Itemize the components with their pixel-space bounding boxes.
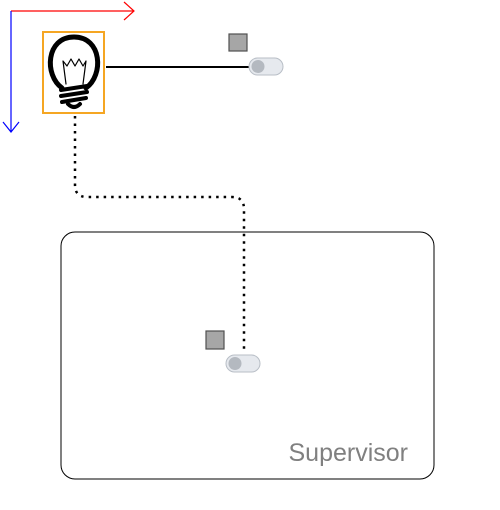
origin-axes <box>2 1 135 133</box>
lightbulb-icon <box>47 34 101 109</box>
y-axis-arrow <box>2 11 20 133</box>
lamp[interactable] <box>42 31 105 114</box>
top-switch[interactable] <box>228 33 284 76</box>
supervisor-label: Supervisor <box>289 439 409 467</box>
toggle-knob[interactable] <box>228 357 242 370</box>
toggle-knob[interactable] <box>251 60 265 73</box>
switch-handle[interactable] <box>205 330 225 350</box>
x-axis-arrow <box>11 1 135 21</box>
connection-dotted[interactable] <box>73 116 246 352</box>
supervisor-switch[interactable] <box>205 330 261 373</box>
switch-handle[interactable] <box>228 33 248 52</box>
